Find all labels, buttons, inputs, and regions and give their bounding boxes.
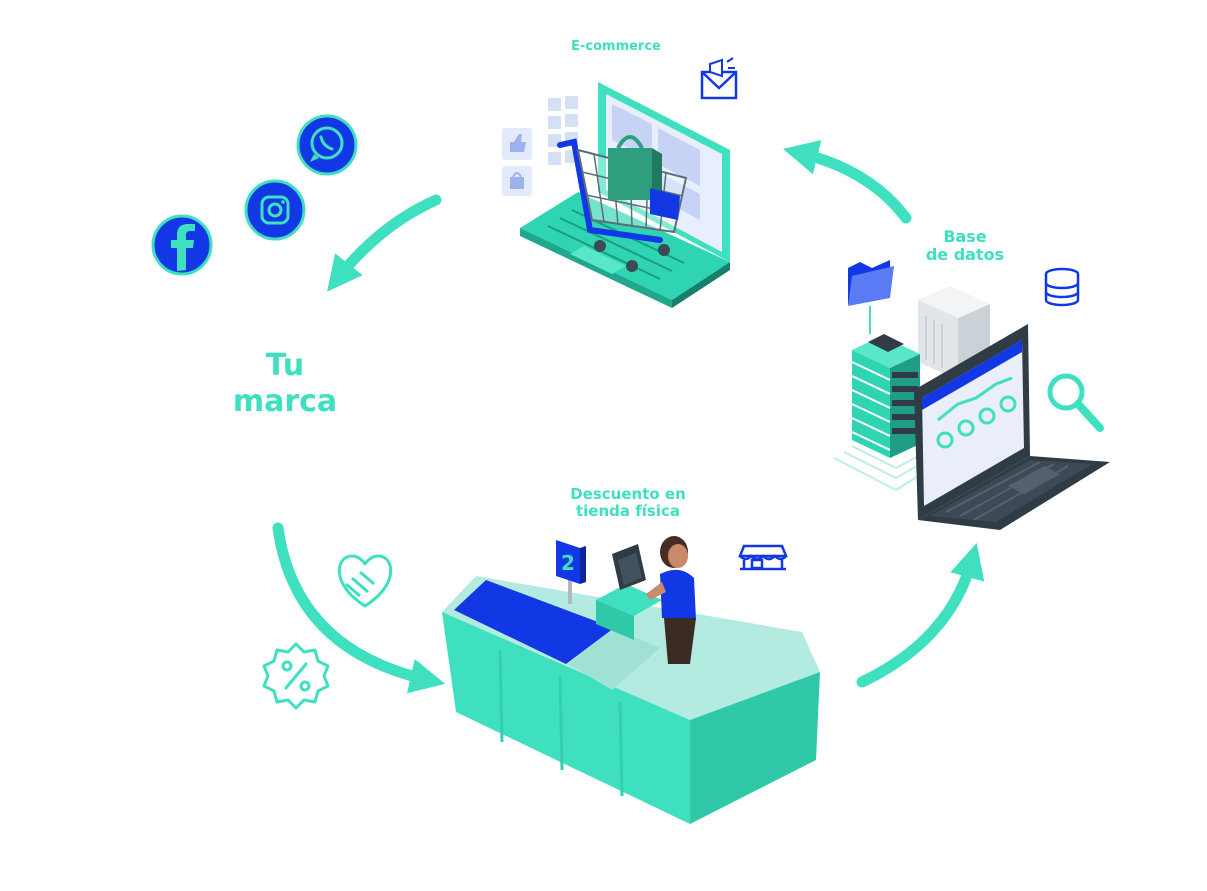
database-label: Base de datos [920,227,1010,265]
whatsapp-icon [296,114,358,176]
cashier-figure [646,536,696,664]
database-icon [1044,267,1080,307]
arrow-store-to-database [856,543,985,688]
shopping-bag-icon [502,166,532,196]
handshake-heart-icon [337,554,393,608]
store-label-line2: tienda física [576,502,680,521]
ecommerce-label-text: E-commerce [571,39,661,54]
magnifier-icon [1047,373,1104,432]
thumbs-up-icon [502,128,532,160]
arrow-brand-to-store [272,522,446,694]
store-discount-label: Descuento en tienda física [548,485,708,521]
cycle-arrows [272,140,985,694]
svg-text:2: 2 [561,551,575,575]
ecommerce-illustration [502,57,738,308]
brand-label-line2: marca [232,384,338,419]
shopping-cart-icon [557,135,688,272]
percent-badge-icon [262,642,330,710]
database-illustration [833,260,1110,530]
brand-label-line1: Tu [265,348,305,383]
storefront-icon [738,544,788,571]
email-megaphone-icon [700,57,738,100]
store-illustration: 2 [442,536,820,824]
store-label-line1: Descuento en [570,485,686,503]
arrow-ecommerce-to-social [327,194,442,292]
database-label-line2: de datos [925,245,1005,265]
folder-icon [848,260,894,334]
ecommerce-label: E-commerce [556,39,676,55]
instagram-icon [244,179,306,241]
arrow-database-to-ecommerce [782,140,912,224]
register-number-sign: 2 [556,540,586,604]
database-label-line1: Base [943,227,987,246]
brand-label: Tu marca [200,348,370,420]
facebook-icon [151,214,213,276]
